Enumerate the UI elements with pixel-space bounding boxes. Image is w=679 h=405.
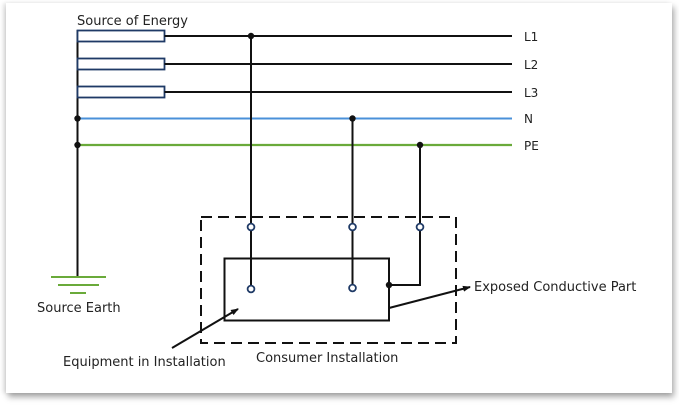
terminal-pe-inlet	[415, 222, 425, 232]
terminal-n-equipment	[348, 283, 357, 293]
source-winding-l1	[76, 29, 166, 43]
junction-dot-pe	[416, 141, 424, 149]
pe-bond-dot	[385, 281, 393, 289]
junction-dot-pe-source	[74, 141, 81, 149]
exposed-conductive-part-label: Exposed Conductive Part	[474, 280, 636, 295]
label-pe: PE	[524, 139, 539, 153]
terminal-l1-equipment	[246, 284, 256, 294]
junction-dot-n-source	[74, 115, 81, 122]
source-winding-l2	[76, 57, 166, 71]
junction-dot-l1	[247, 32, 255, 40]
junction-dot-n	[349, 115, 356, 122]
terminal-l1-inlet	[246, 222, 256, 232]
terminal-n-inlet	[348, 222, 357, 232]
source-of-energy-label: Source of Energy	[77, 14, 188, 29]
label-l3: L3	[524, 86, 538, 100]
label-n: N	[524, 112, 533, 126]
exposed-part-arrow	[388, 285, 471, 309]
source-earth-label: Source Earth	[37, 301, 121, 316]
consumer-installation-boundary	[200, 216, 457, 344]
equipment-label: Equipment in Installation	[63, 355, 226, 370]
source-winding-l3	[76, 85, 166, 99]
drop-pe	[389, 145, 421, 286]
label-l1: L1	[524, 30, 538, 44]
equipment-arrow	[171, 308, 239, 349]
equipment-box	[223, 257, 390, 322]
label-l2: L2	[524, 58, 538, 72]
consumer-installation-label: Consumer Installation	[256, 351, 398, 366]
